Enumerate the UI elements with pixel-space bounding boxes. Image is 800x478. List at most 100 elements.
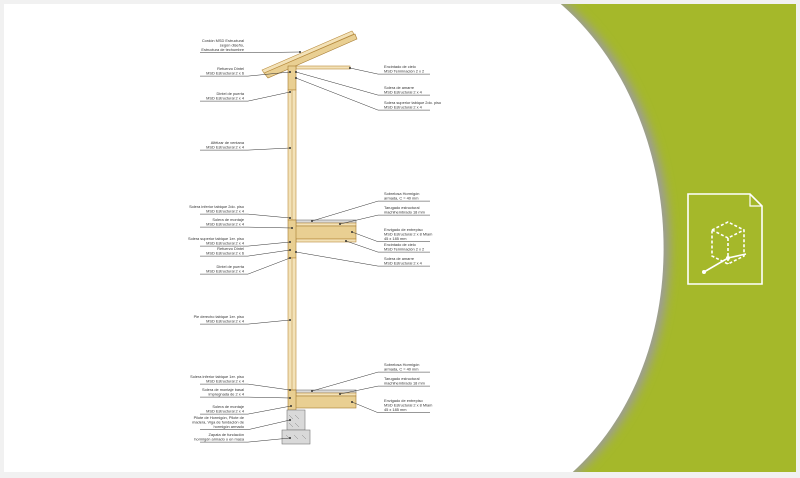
roof-rafter bbox=[263, 33, 358, 79]
callout-text: MSD Estructural 2 x 4 bbox=[206, 222, 245, 227]
mid-plates bbox=[287, 219, 297, 259]
callout-text: Solera de montaje bbox=[212, 404, 244, 409]
leader-arrowhead bbox=[289, 147, 291, 149]
callout-text: MSD Estructural 2 x 8 Mlam bbox=[384, 232, 432, 237]
callout-text: MSD Estructural 2 x 4 bbox=[206, 241, 245, 246]
leader-line bbox=[200, 51, 301, 53]
callout-text: Dintel de puerta bbox=[217, 264, 245, 269]
upper-header bbox=[287, 65, 297, 91]
callout-text: MSD Estructural 2 x 4 bbox=[384, 105, 423, 110]
outer-frame-left bbox=[0, 0, 4, 478]
callout-text: Tarugado estructural bbox=[384, 205, 420, 210]
ceiling-lining-top bbox=[295, 65, 351, 70]
callout-text: MSD Estructural 2 x 4 bbox=[206, 96, 245, 101]
leader-arrowhead bbox=[289, 389, 291, 391]
callout-text: Solera de montaje basal bbox=[202, 387, 244, 392]
leader-line bbox=[200, 396, 291, 399]
callout-text: Encintado de cielo bbox=[384, 64, 416, 69]
leader-line bbox=[200, 437, 291, 443]
callout-text: machihembrado 18 mm bbox=[384, 381, 425, 386]
callout-text: hormigón armado o en masa bbox=[194, 437, 245, 442]
leader-arrowhead bbox=[311, 390, 313, 392]
leader-line bbox=[200, 147, 291, 151]
leader-line bbox=[339, 385, 430, 395]
leader-arrowhead bbox=[289, 241, 291, 243]
leader-line bbox=[200, 226, 293, 229]
leader-arrowhead bbox=[289, 71, 291, 73]
callout-text: Solera de amarre bbox=[384, 256, 414, 261]
callout-text: 45 x 185 mm bbox=[384, 236, 407, 241]
leader-line bbox=[200, 213, 291, 219]
callout-text: Estructura de techumbre bbox=[201, 47, 244, 52]
callout-text: madera, Viga de fundación de bbox=[192, 420, 244, 425]
leader-arrowhead bbox=[289, 437, 291, 439]
callout-text: impregnada de 2 x 4 bbox=[209, 392, 245, 397]
leader-arrowhead bbox=[311, 220, 313, 222]
leader-line bbox=[295, 251, 430, 267]
callout-text: machihembrado 18 mm bbox=[384, 210, 425, 215]
leader-arrowhead bbox=[339, 393, 341, 395]
leader-arrowhead bbox=[295, 251, 297, 253]
callout-text: según diseño, bbox=[220, 43, 244, 48]
leader-line bbox=[311, 371, 430, 392]
leader-line bbox=[351, 231, 430, 242]
callout-text: Alféizar de ventana bbox=[211, 140, 245, 145]
leader-line bbox=[200, 383, 291, 391]
callout-text: MSD Estructural 2 x 4 bbox=[384, 90, 423, 95]
callout-text: Solera de amarre bbox=[384, 85, 414, 90]
leader-line bbox=[345, 240, 430, 253]
roof-sheathing bbox=[261, 30, 355, 74]
callout-text: armada, C = 40 mm bbox=[384, 196, 419, 201]
leader-arrowhead bbox=[295, 71, 297, 73]
leader-arrowhead bbox=[339, 223, 341, 225]
outer-frame-top bbox=[0, 0, 800, 4]
callout-text: 45 x 185 mm bbox=[384, 407, 407, 412]
leader-arrowhead bbox=[299, 51, 301, 53]
callout-text: MSD Estructural 2 x 4 bbox=[206, 269, 245, 274]
callout-text: MSD Estructural 2 x 6 bbox=[206, 251, 244, 256]
leader-arrowhead bbox=[289, 217, 291, 219]
leader-arrowhead bbox=[295, 77, 297, 79]
callout-text: Encintado de cielo bbox=[384, 242, 416, 247]
callout-text: armada, C = 40 mm bbox=[384, 367, 419, 372]
callout-text: MSD Estructural 2 x 4 bbox=[206, 209, 245, 214]
callout-text: Solera superior tabique 1er. piso bbox=[188, 236, 244, 241]
base-plates bbox=[287, 389, 297, 411]
leader-arrowhead bbox=[289, 319, 291, 321]
callout-text: Pie derecho tabique 1er. piso bbox=[194, 314, 244, 319]
callout-text: MSD Estructural 2 x 4 bbox=[384, 261, 423, 266]
callout-text: MSD Estructural 2 x 4 bbox=[206, 379, 245, 384]
callout-text: Sobrelosa Hormigón bbox=[384, 362, 419, 367]
leader-line bbox=[200, 405, 292, 415]
ground-floor-subfloor bbox=[295, 392, 357, 397]
leader-line bbox=[200, 257, 291, 275]
leader-line bbox=[200, 319, 291, 325]
leader-arrowhead bbox=[349, 67, 351, 69]
callout-text: Solera de montaje bbox=[212, 217, 244, 222]
callout-text: Solera inferior tabique 2do. piso bbox=[189, 204, 244, 209]
callout-leaders bbox=[200, 51, 430, 443]
callout-text: Solera superior tabique 2do. piso bbox=[384, 100, 441, 105]
callout-text: Refuerzo Dintel bbox=[217, 246, 244, 251]
